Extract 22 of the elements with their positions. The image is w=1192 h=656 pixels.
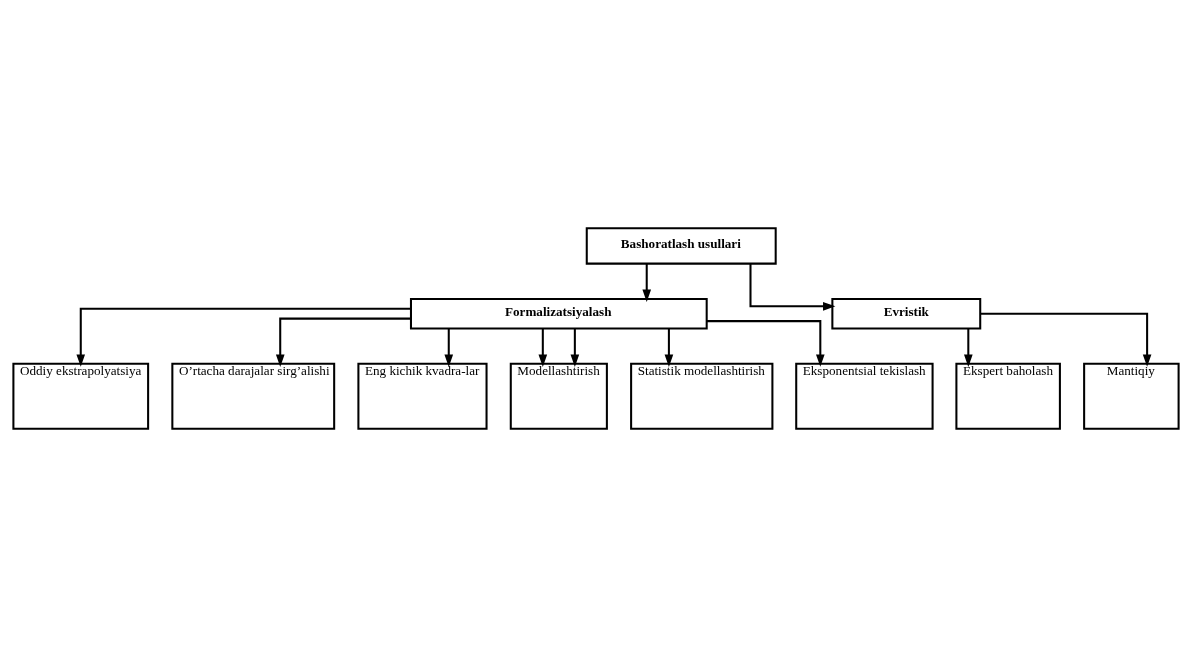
arrow bbox=[642, 263, 652, 302]
node-box: Bashoratlash usullari bbox=[585, 226, 777, 265]
arrow bbox=[570, 328, 580, 367]
arrow bbox=[538, 328, 548, 367]
node-box: O’rtacha darajalar sirg’alishi bbox=[171, 362, 336, 430]
arrow bbox=[664, 328, 674, 367]
arrow bbox=[706, 319, 825, 367]
node-box: Eng kichik kvadra-lar bbox=[357, 362, 488, 430]
node-box: Eksponentsial tekislash bbox=[795, 362, 934, 430]
node-box: Mantiqiy bbox=[1083, 362, 1180, 430]
node-box: Oddiy ekstrapolyatsiya bbox=[12, 362, 150, 430]
node-box: Modellashtirish bbox=[509, 362, 608, 430]
arrow bbox=[275, 317, 411, 367]
arrow bbox=[76, 307, 411, 367]
arrow bbox=[964, 328, 973, 367]
node-box: Evristik bbox=[831, 297, 982, 330]
arrow bbox=[444, 328, 454, 367]
node-box: Formalizatsiyalash bbox=[409, 297, 708, 330]
node-box: Ekspert baholash bbox=[955, 362, 1061, 430]
node-box: Statistik modellashtirish bbox=[630, 362, 774, 430]
arrow bbox=[980, 312, 1152, 367]
arrow bbox=[749, 263, 836, 311]
